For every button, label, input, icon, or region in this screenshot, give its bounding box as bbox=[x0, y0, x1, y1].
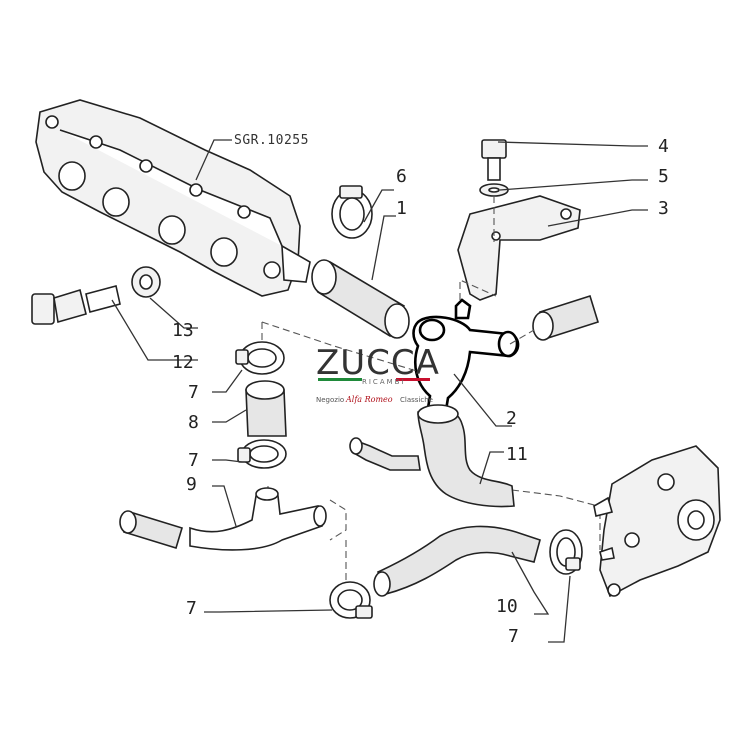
hose-clip-7-right bbox=[549, 529, 583, 575]
hose-11 bbox=[417, 404, 515, 508]
watermark-shop-script: Alfa Romeo bbox=[345, 395, 393, 404]
callout-7-middle: 7 bbox=[188, 450, 199, 471]
callout-6: 6 bbox=[396, 166, 407, 187]
hose-clip-6 bbox=[331, 185, 373, 239]
sleeve-8 bbox=[245, 380, 287, 437]
hose-clip-7-middle bbox=[237, 439, 287, 469]
callout-12: 12 bbox=[172, 352, 194, 373]
watermark-shop-suffix: Classiche bbox=[400, 396, 433, 404]
callout-8: 8 bbox=[188, 412, 199, 433]
hose-clip-7-bottom bbox=[329, 581, 373, 619]
thermostat-2 bbox=[412, 298, 520, 415]
water-pump bbox=[593, 445, 721, 598]
callout-3: 3 bbox=[658, 198, 669, 219]
hose-clip-7-upper bbox=[235, 341, 285, 375]
intake-manifold bbox=[35, 99, 311, 297]
watermark-brand: ZUCCA bbox=[316, 343, 440, 383]
zucca-watermark: ZUCCA RICAMBI Negozio Alfa Romeo Classic… bbox=[316, 343, 440, 404]
sealing-washer bbox=[131, 266, 161, 298]
callout-2: 2 bbox=[506, 408, 517, 429]
bracket-3 bbox=[457, 195, 581, 301]
hose-10 bbox=[373, 525, 541, 597]
reference-leader bbox=[195, 139, 232, 181]
callout-10: 10 bbox=[496, 596, 518, 617]
hose-1 bbox=[311, 259, 410, 339]
bypass-hose bbox=[532, 294, 599, 341]
hose-11-small bbox=[349, 437, 421, 471]
callout-11: 11 bbox=[506, 444, 528, 465]
flag-white-stripe bbox=[362, 378, 396, 381]
callout-13: 13 bbox=[172, 320, 194, 341]
temperature-sender bbox=[31, 285, 121, 325]
watermark-tagline: RICAMBI bbox=[362, 378, 406, 386]
assembly-reference: SGR.10255 bbox=[234, 133, 309, 148]
watermark-shop-prefix: Negozio bbox=[316, 396, 344, 404]
callout-7-bottom: 7 bbox=[186, 598, 197, 619]
bolt-4 bbox=[481, 139, 507, 181]
hose-9-left bbox=[119, 510, 183, 550]
callout-5: 5 bbox=[658, 166, 669, 187]
flag-green-stripe bbox=[318, 378, 362, 381]
callout-1: 1 bbox=[396, 198, 407, 219]
t-piece-9 bbox=[189, 487, 327, 551]
flag-red-stripe bbox=[396, 378, 430, 381]
callout-4: 4 bbox=[658, 136, 669, 157]
callout-9: 9 bbox=[186, 474, 197, 495]
callout-7-upper: 7 bbox=[188, 382, 199, 403]
callout-7-right: 7 bbox=[508, 626, 519, 647]
